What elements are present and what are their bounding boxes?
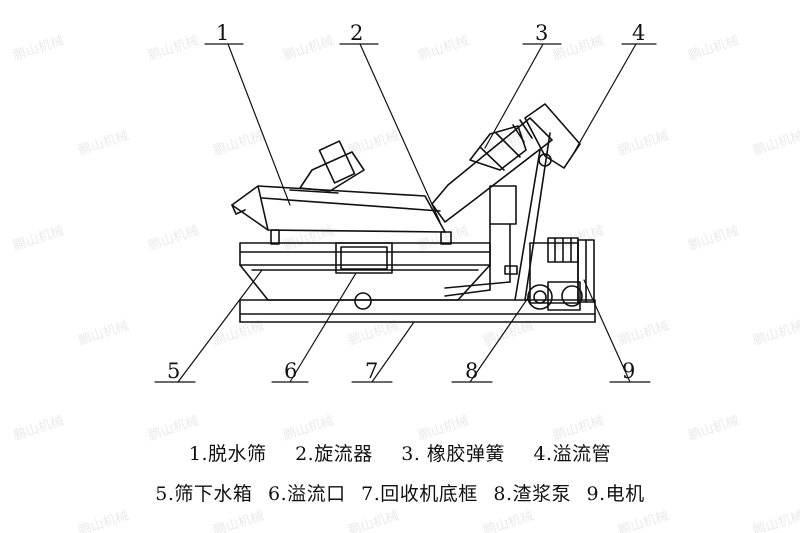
watermark-logo: 鹏山机械 — [752, 318, 800, 348]
watermark-logo: 鹏山机械 — [347, 128, 401, 158]
watermark-logo: 鹏山机械 — [147, 33, 201, 63]
watermark-logo: 鹏山机械 — [482, 508, 536, 533]
callout-1: 1 — [216, 21, 229, 45]
watermark-logo: 鹏山机械 — [77, 128, 131, 158]
legend-item-5: 5.筛下水箱 — [155, 483, 253, 505]
watermark-logo: 鹏山机械 — [147, 223, 201, 253]
legend-item-8: 8.渣浆泵 — [493, 483, 571, 505]
callout-9: 9 — [622, 359, 635, 383]
watermark-logo: 鹏山机械 — [617, 318, 671, 348]
electric-motor — [547, 237, 595, 303]
vibration-motor — [289, 140, 365, 194]
legend-item-3: 3. 橡胶弹簧 — [401, 443, 505, 465]
legend-item-7: 7.回收机底框 — [361, 483, 478, 505]
leader-lines — [154, 43, 657, 383]
watermark-logo: 鹏山机械 — [77, 508, 131, 533]
watermark-logo: 鹏山机械 — [417, 33, 471, 63]
rubber-spring — [469, 119, 533, 171]
legend-row-1: 1.脱水筛 2.旋流器 3. 橡胶弹簧 4.溢流管 — [0, 439, 800, 466]
callout-5: 5 — [167, 359, 180, 383]
callout-6: 6 — [284, 359, 297, 383]
hydrocyclone — [431, 117, 553, 223]
watermark-logo: 鹏山机械 — [12, 33, 66, 63]
watermark-logo: 鹏山机械 — [12, 223, 66, 253]
overflow-port — [335, 242, 393, 310]
watermark-logo: 鹏山机械 — [617, 508, 671, 533]
water-tank — [239, 242, 491, 301]
watermark-logo: 鹏山机械 — [212, 508, 266, 533]
legend-item-9: 9.电机 — [586, 483, 645, 505]
legend-row-2: 5.筛下水箱 6.溢流口 7.回收机底框 8.渣浆泵 9.电机 — [0, 479, 800, 506]
riser-pipe — [444, 185, 518, 297]
callout-3: 3 — [535, 21, 548, 45]
watermark-logo: 鹏山机械 — [347, 318, 401, 348]
callout-2: 2 — [350, 21, 363, 45]
callout-labels: 1 2 3 4 5 6 7 8 9 — [167, 21, 645, 383]
watermark-logo: 鹏山机械 — [282, 223, 336, 253]
callout-4: 4 — [632, 21, 645, 45]
watermark-logo: 鹏山机械 — [482, 318, 536, 348]
watermark-logo: 鹏山机械 — [77, 318, 131, 348]
watermark-logo: 鹏山机械 — [752, 128, 800, 158]
legend-item-1: 1.脱水筛 — [188, 443, 267, 465]
watermark-logo: 鹏山机械 — [212, 318, 266, 348]
watermark-logo: 鹏山机械 — [282, 33, 336, 63]
callout-7: 7 — [365, 359, 378, 383]
watermark-logo: 鹏山机械 — [687, 33, 741, 63]
legend-item-2: 2.旋流器 — [295, 443, 373, 465]
watermark-logo: 鹏山机械 — [687, 223, 741, 253]
watermark-logo: 鹏山机械 — [482, 128, 536, 158]
watermark-logo: 鹏山机械 — [347, 508, 401, 533]
dewatering-screen — [231, 185, 452, 245]
legend-item-6: 6.溢流口 — [267, 483, 346, 505]
watermark-logo: 鹏山机械 — [552, 33, 606, 63]
callout-8: 8 — [465, 359, 478, 383]
watermark-logo: 鹏山机械 — [752, 508, 800, 533]
watermark-logo: 鹏山机械 — [617, 128, 671, 158]
watermark-logo: 鹏山机械 — [212, 128, 266, 158]
legend-item-4: 4.溢流管 — [533, 443, 612, 465]
